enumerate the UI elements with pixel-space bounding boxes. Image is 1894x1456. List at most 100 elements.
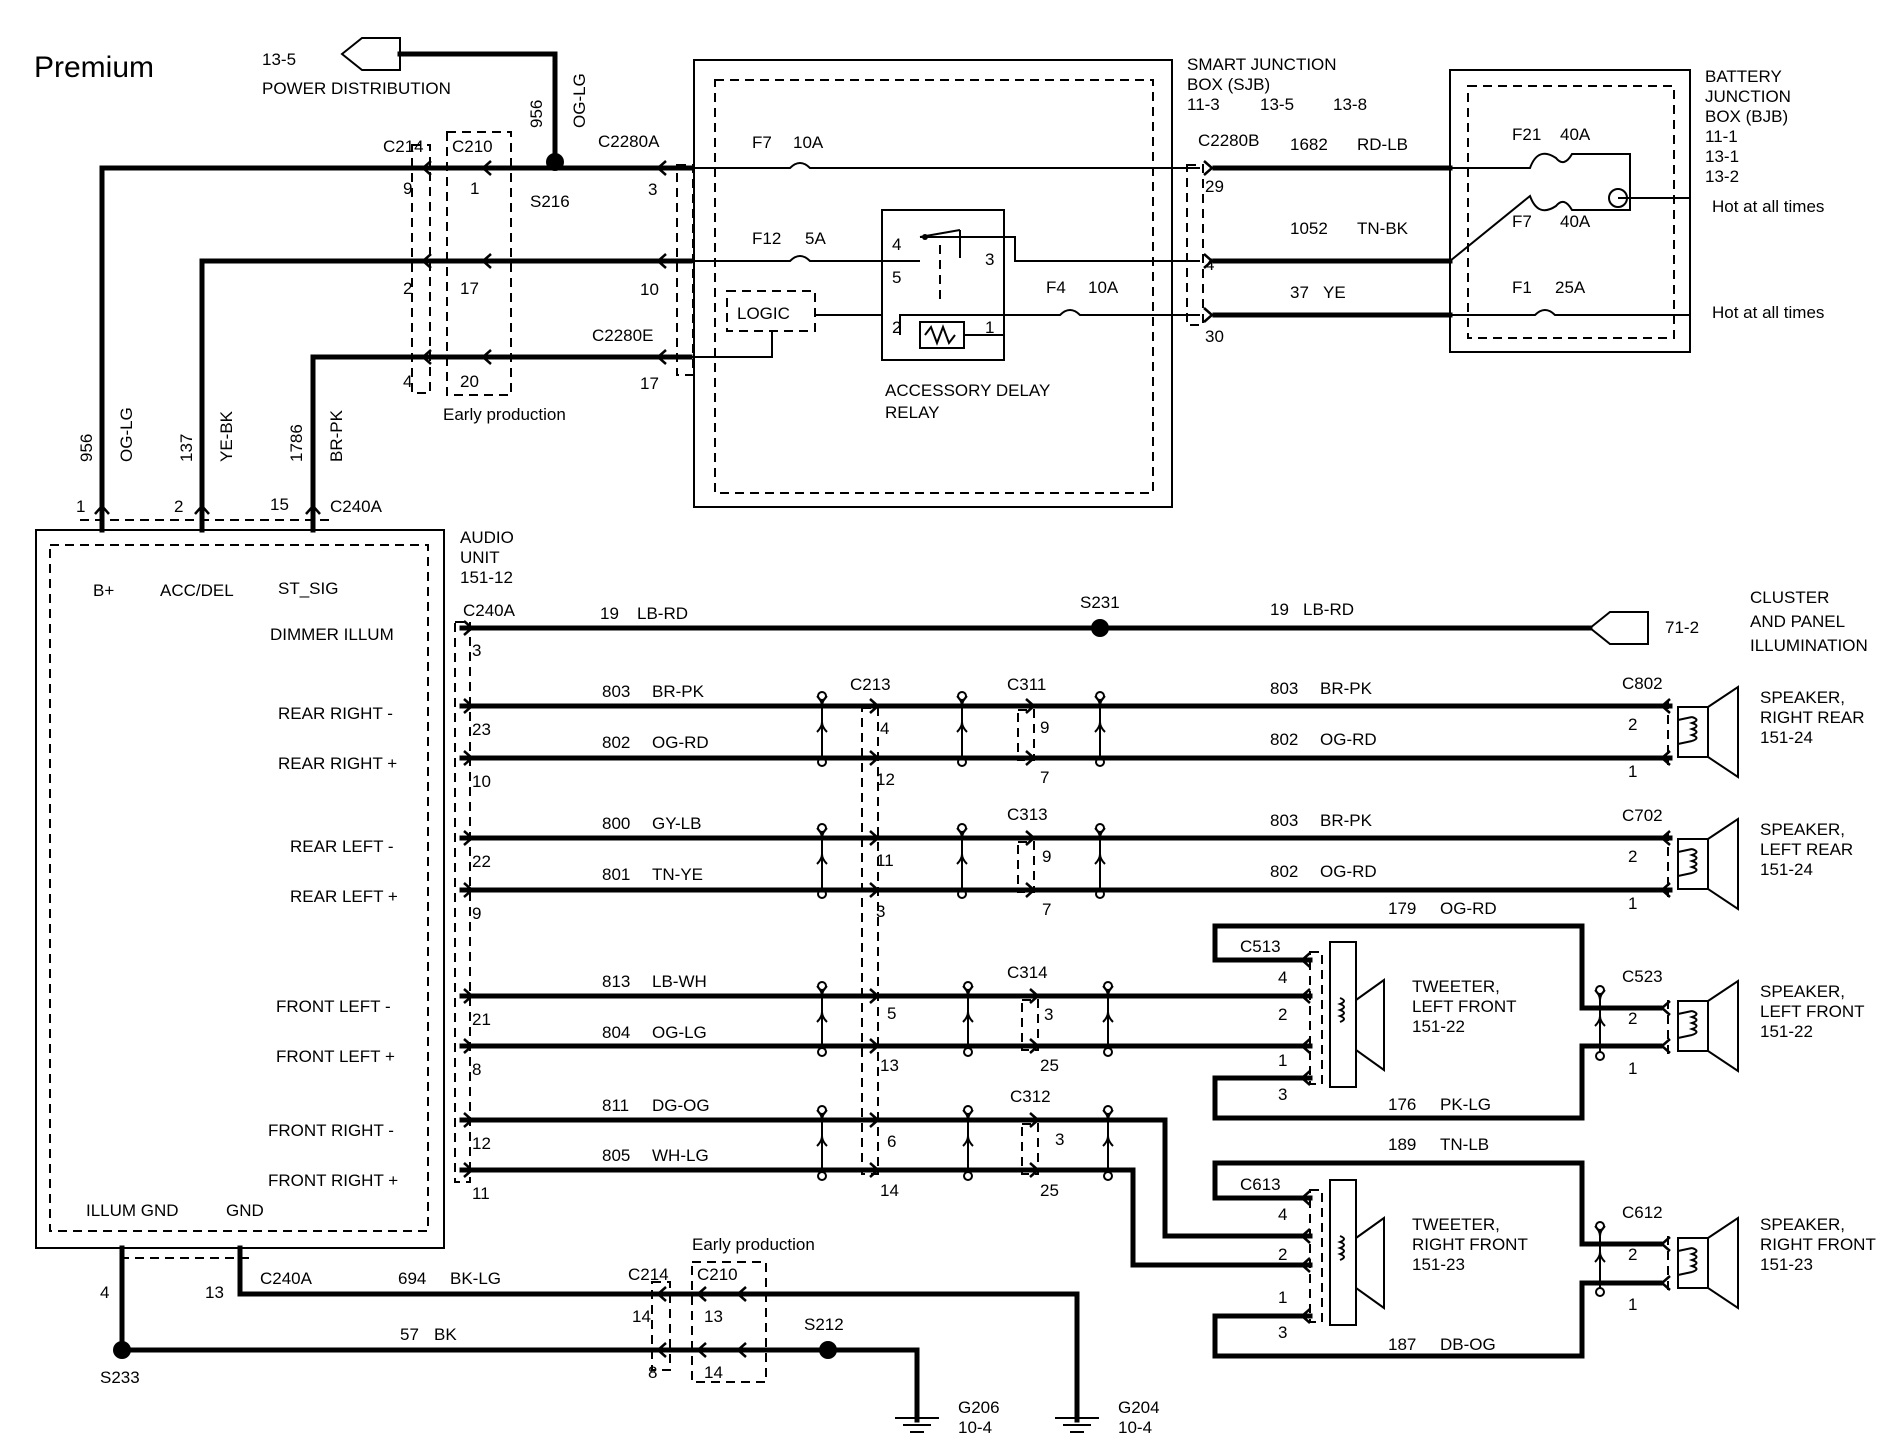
audio-ch-fl-pos: FRONT LEFT + — [276, 1047, 395, 1066]
c802-pin-2: 2 — [1628, 715, 1637, 734]
early-production-top: Early production — [443, 405, 566, 424]
pin-fl-neg: 21 — [472, 1010, 491, 1029]
c702-pin-2: 2 — [1628, 847, 1637, 866]
bjb-wire-2-color: TN-BK — [1357, 219, 1409, 238]
c213-pin-11: 11 — [876, 851, 894, 870]
gnd-c240a: C240A — [260, 1269, 313, 1288]
c313-label: C313 — [1007, 805, 1048, 824]
pin-c214-2: 2 — [403, 279, 412, 298]
wire-813-color: LB-WH — [652, 972, 707, 991]
fw-176-color: PK-LG — [1440, 1095, 1491, 1114]
relay-pin-1: 1 — [985, 318, 994, 337]
c513-pin-1: 1 — [1278, 1051, 1287, 1070]
sjb-page-3: 13-8 — [1333, 95, 1367, 114]
g206-label: G206 — [958, 1398, 1000, 1417]
gnd-c210: C210 — [697, 1265, 738, 1284]
feed1-pin: 1 — [76, 497, 85, 516]
c613-pin-2: 2 — [1278, 1245, 1287, 1264]
audio-gnd: GND — [226, 1201, 264, 1220]
bjb-f1-amp: 25A — [1555, 278, 1586, 297]
c802-pin-1: 1 — [1628, 762, 1637, 781]
c240a-top: C240A — [330, 497, 383, 516]
c311-connector — [1017, 709, 1035, 761]
speaker-wires — [459, 703, 1673, 1268]
c311-label: C311 — [1007, 675, 1046, 694]
sjb-f4-name: F4 — [1046, 278, 1066, 297]
c314-connector — [1021, 999, 1039, 1051]
c312-label: C312 — [1010, 1087, 1051, 1106]
bjb-wire-2-circuit: 1052 — [1290, 219, 1328, 238]
c513-pin-2: 2 — [1278, 1005, 1287, 1024]
c240a-right: C240A — [463, 601, 516, 620]
gnd-w1-circuit: 694 — [398, 1269, 426, 1288]
pin-c210-17: 17 — [460, 279, 479, 298]
gnd-pin-14b: 14 — [704, 1363, 723, 1382]
feed2-circuit: 137 — [177, 434, 196, 462]
wire-811-circuit: 811 — [602, 1096, 629, 1115]
sjb-logic-label: LOGIC — [737, 304, 790, 323]
audio-label-3: 151-12 — [460, 568, 513, 587]
pin-c2280a-3: 3 — [648, 180, 657, 199]
g206-page: 10-4 — [958, 1418, 992, 1437]
feed3-circuit: 1786 — [287, 424, 306, 462]
sjb-outline — [693, 59, 1173, 508]
relay-pin-5: 5 — [892, 268, 901, 287]
rf-label-1: SPEAKER, — [1760, 1215, 1845, 1234]
c613-label: C613 — [1240, 1175, 1281, 1194]
dimmer-circuit-1: 19 — [600, 604, 619, 623]
c2280a-label: C2280A — [598, 132, 660, 151]
fw-179-circuit: 179 — [1388, 899, 1416, 918]
audio-label-1: AUDIO — [460, 528, 514, 547]
audio-ch-dimmer: DIMMER ILLUM — [270, 625, 394, 644]
pin-rr-neg: 23 — [472, 720, 491, 739]
lf-label-1: SPEAKER, — [1760, 982, 1845, 1001]
tlf-label-3: 151-22 — [1412, 1017, 1465, 1036]
c612-pin-2: 2 — [1628, 1245, 1637, 1264]
c513-label: C513 — [1240, 937, 1281, 956]
bjb-wire-1-color: RD-LB — [1357, 135, 1408, 154]
feed2-color: YE-BK — [217, 410, 236, 462]
bjb-title-1: BATTERY — [1705, 67, 1782, 86]
pin-c214-4: 4 — [403, 372, 412, 391]
bjb-wire-1-circuit: 1682 — [1290, 135, 1328, 154]
bjb-f21-name: F21 — [1512, 125, 1541, 144]
lr-wire-2-color: OG-RD — [1320, 862, 1377, 881]
feed3-pin: 15 — [270, 495, 289, 514]
bjb-wire-3-circuit: 37 — [1290, 283, 1309, 302]
fw-176-circuit: 176 — [1388, 1095, 1416, 1114]
dimmer-dest-1: CLUSTER — [1750, 588, 1829, 607]
c213-pin-13: 13 — [880, 1056, 899, 1075]
pin-c2280e-17: 17 — [640, 374, 659, 393]
c2280b-pin-30: 30 — [1205, 327, 1224, 346]
audio-accdel: ACC/DEL — [160, 581, 234, 600]
c213-pin-14: 14 — [880, 1181, 899, 1200]
c213-pin-5: 5 — [887, 1004, 896, 1023]
c702-label: C702 — [1622, 806, 1663, 825]
gnd-c214: C214 — [628, 1265, 669, 1284]
wire-801-color: TN-YE — [652, 865, 703, 884]
relay-pin-2: 2 — [892, 318, 901, 337]
dimmer-circuit-2: 19 — [1270, 600, 1289, 619]
audio-ch-fr-pos: FRONT RIGHT + — [268, 1171, 398, 1190]
c213-connector — [861, 707, 879, 1175]
wire-801-circuit: 801 — [602, 865, 630, 884]
sjb-f12-name: F12 — [752, 229, 781, 248]
bjb-f1-name: F1 — [1512, 278, 1532, 297]
c613-pin-1: 1 — [1278, 1288, 1287, 1307]
relay-pin-4: 4 — [892, 235, 901, 254]
dimmer-dest-2: AND PANEL — [1750, 612, 1845, 631]
lr-label-1: SPEAKER, — [1760, 820, 1845, 839]
sjb-page-1: 11-3 — [1187, 95, 1220, 114]
power-dist-page: 13-5 — [262, 50, 296, 69]
bjb-hot-1: Hot at all times — [1712, 197, 1824, 216]
relay-label-2: RELAY — [885, 403, 940, 422]
power-dist-label: POWER DISTRIBUTION — [262, 79, 451, 98]
s233-label: S233 — [100, 1368, 140, 1387]
c2280b-pin-4: 4 — [1205, 255, 1214, 274]
fw-187-color: DB-OG — [1440, 1335, 1496, 1354]
c2280e-label: C2280E — [592, 326, 653, 345]
s231-label: S231 — [1080, 593, 1120, 612]
c612-label: C612 — [1622, 1203, 1663, 1222]
pin-dimmer-3: 3 — [472, 641, 481, 660]
pin-fl-pos: 8 — [472, 1060, 481, 1079]
